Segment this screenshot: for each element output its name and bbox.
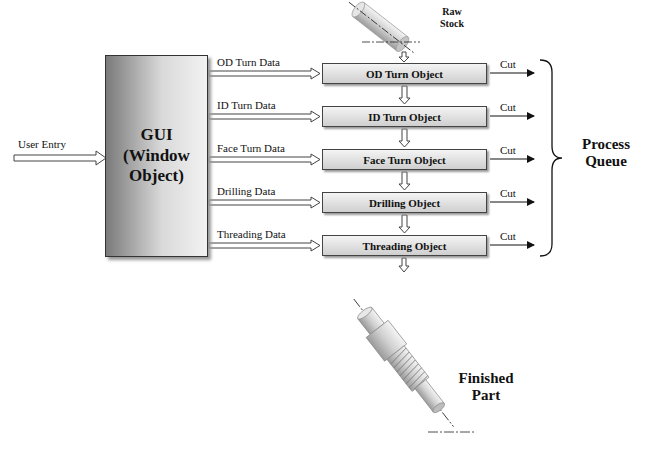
center-line [362, 42, 420, 43]
cut-label: Cut [500, 144, 516, 156]
data-arrow [209, 68, 320, 79]
process-box: ID Turn Object [322, 106, 487, 127]
queue-label: Process Queue [566, 136, 646, 171]
data-arrow [399, 86, 410, 104]
flow-arrow [399, 258, 409, 272]
cut-label: Cut [500, 187, 516, 199]
cut-label: Cut [500, 230, 516, 242]
data-arrow [209, 154, 320, 165]
brace [540, 60, 562, 256]
stock-label: Raw Stock [432, 6, 472, 29]
edge-label: Threading Data [217, 228, 286, 240]
cut-label: Cut [500, 58, 516, 70]
node-text: ID Turn Object [364, 111, 445, 123]
node-text: GUI (Window Object) [106, 121, 207, 190]
data-arrow [209, 111, 320, 122]
node-text: Drilling Object [365, 197, 444, 209]
data-arrow [209, 197, 320, 208]
data-arrow [399, 129, 410, 147]
data-arrow [399, 215, 410, 233]
flow-arrow [399, 52, 409, 62]
user-entry-arrow [14, 151, 106, 165]
edge-label: Face Turn Data [217, 142, 285, 154]
gui-window-box: GUI (Window Object) [105, 55, 208, 257]
process-box: Drilling Object [322, 192, 487, 213]
edge-label: OD Turn Data [217, 56, 280, 68]
process-box: OD Turn Object [322, 63, 487, 84]
node-text: Threading Object [359, 240, 451, 252]
data-arrow [399, 172, 410, 190]
node-text: OD Turn Object [362, 68, 447, 80]
part-label: Finished Part [456, 370, 516, 405]
finished-part [343, 290, 465, 435]
cut-arrows [490, 73, 534, 245]
node-text: Face Turn Object [359, 154, 450, 166]
edge-label: ID Turn Data [217, 99, 276, 111]
process-box: Threading Object [322, 235, 487, 256]
raw-stock-bar [343, 0, 419, 60]
edge-label: Drilling Data [217, 185, 275, 197]
input-label: User Entry [18, 138, 66, 150]
process-box: Face Turn Object [322, 149, 487, 170]
cut-label: Cut [500, 101, 516, 113]
center-line [428, 432, 475, 433]
data-arrow [209, 240, 320, 251]
